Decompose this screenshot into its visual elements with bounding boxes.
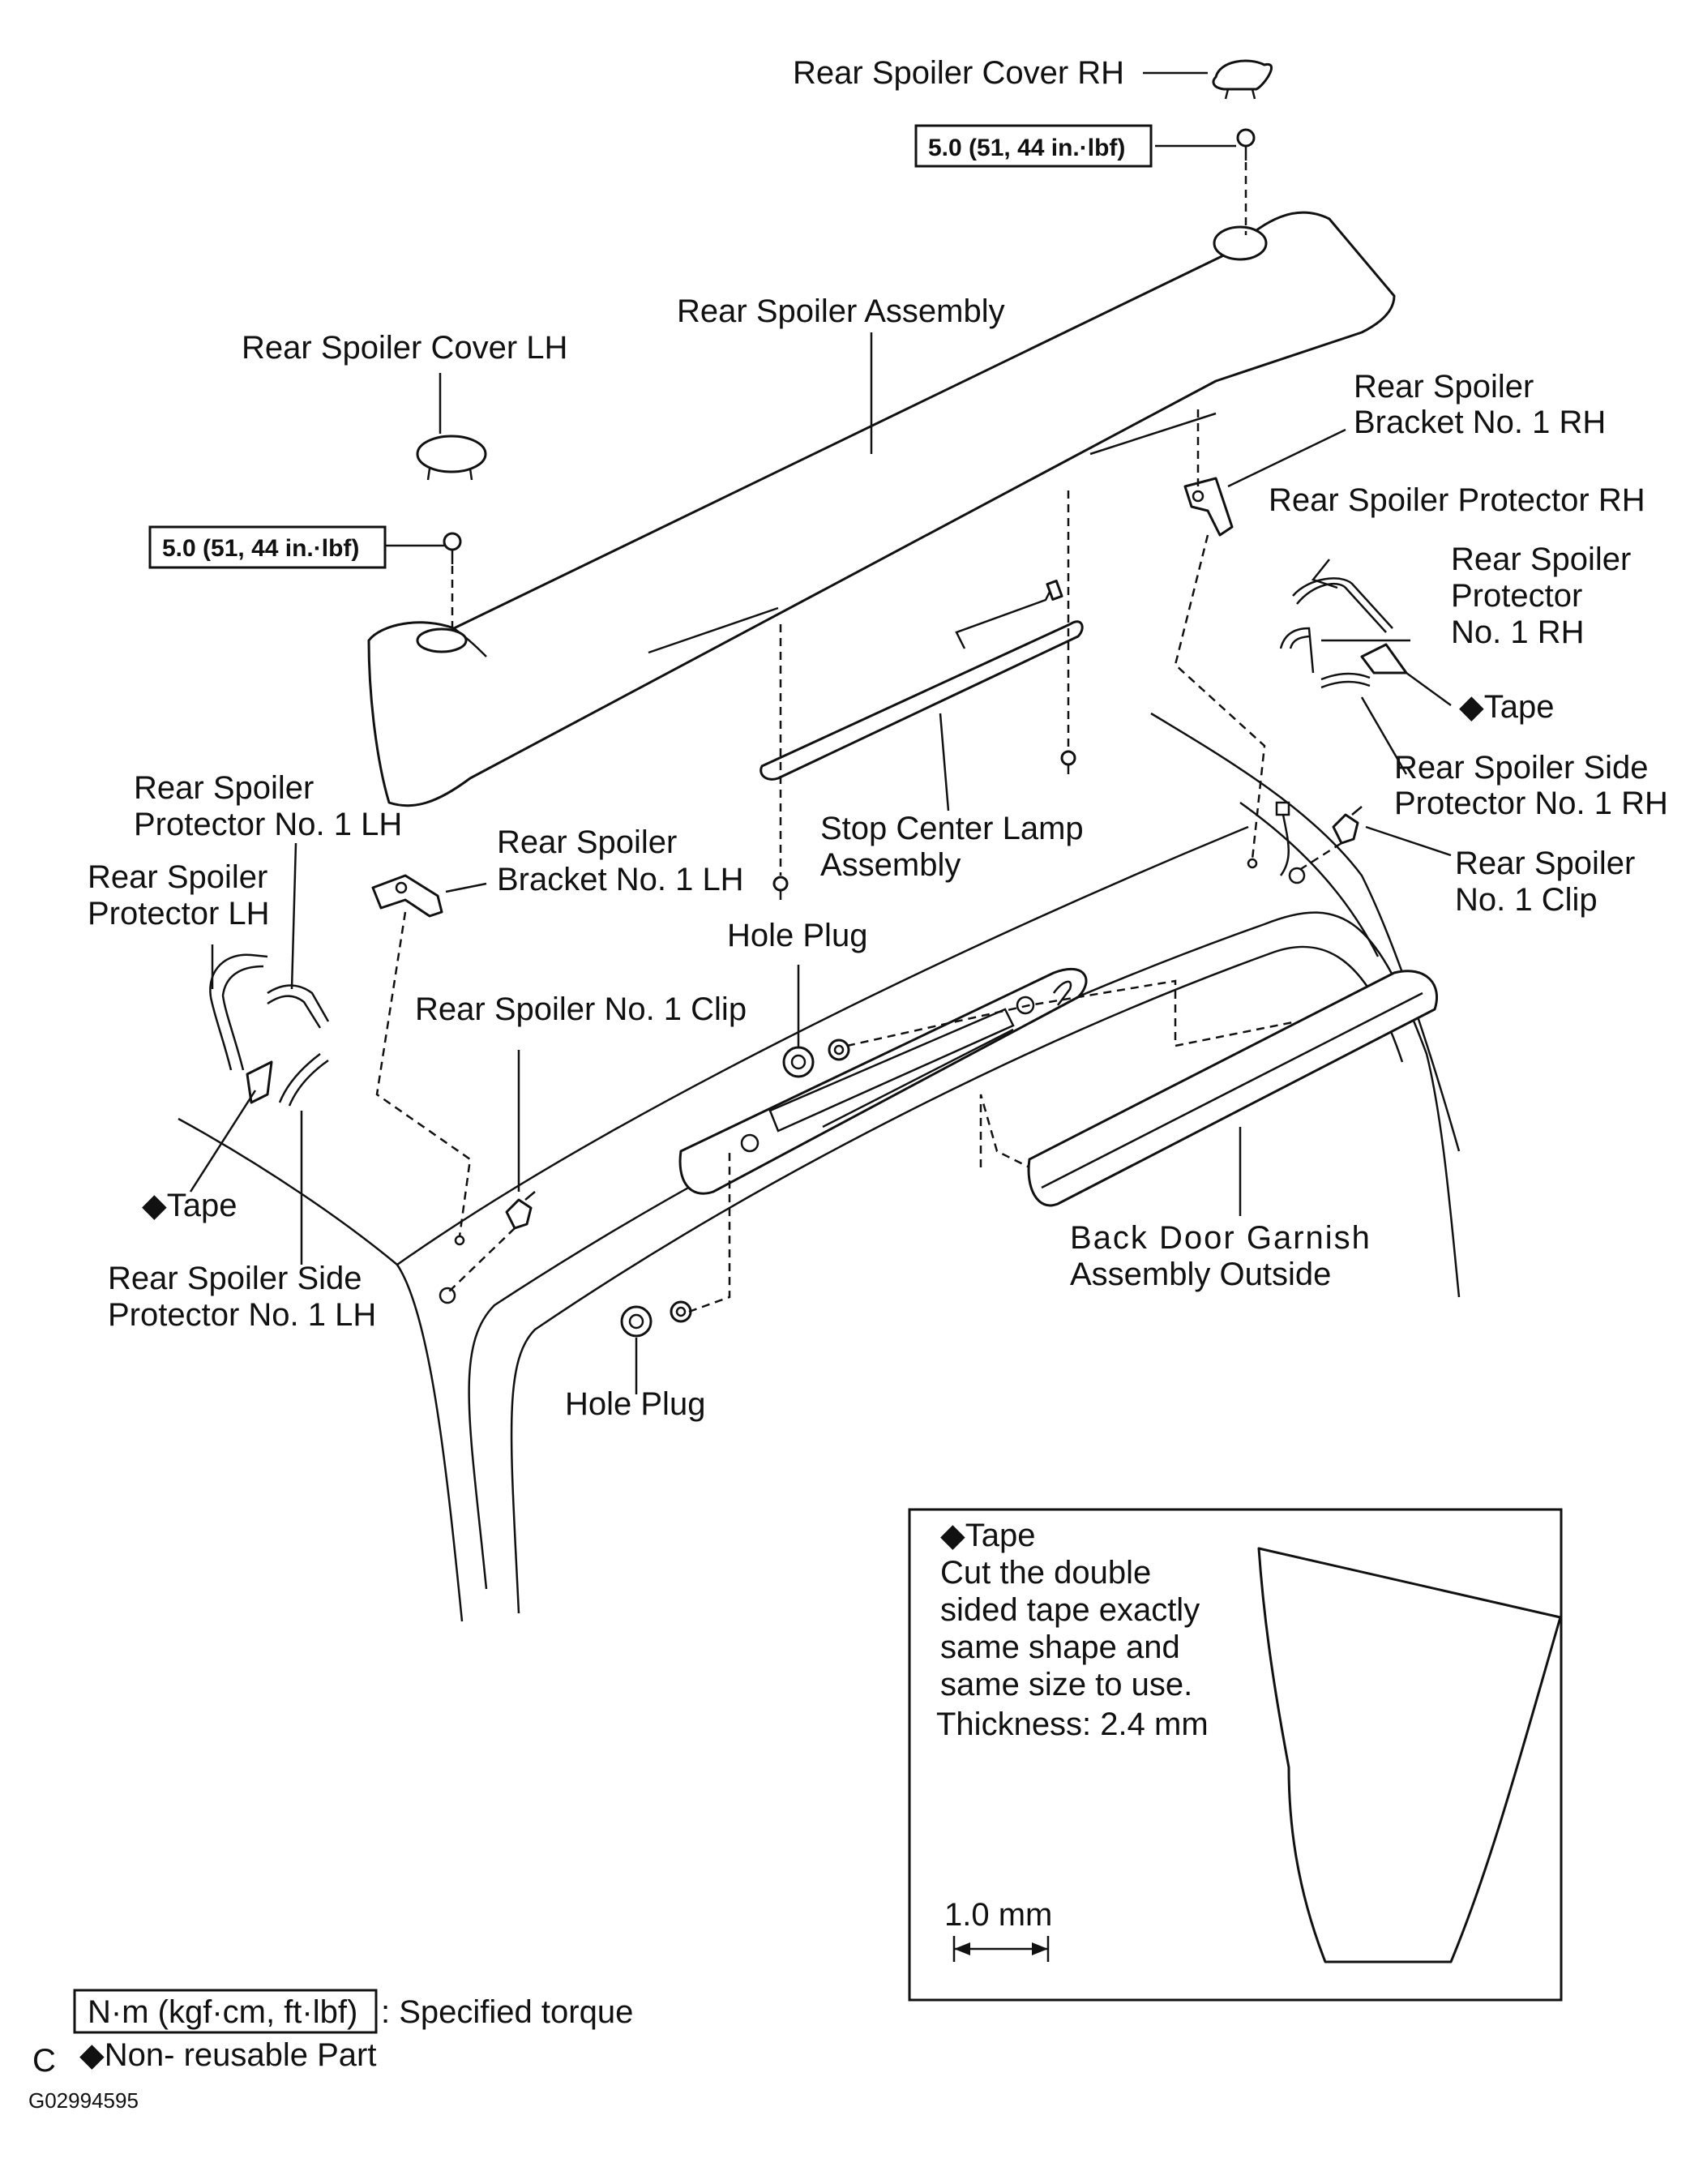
bolt-lh [443,532,462,564]
figure-id: G02994595 [28,2088,139,2113]
rear-spoiler-protector-rh [1292,577,1393,633]
inset-line4: same size to use. [940,1667,1192,1702]
label-protector-no1-lh-2: Protector No. 1 LH [134,807,402,842]
tape-inset: ◆Tape Cut the double sided tape exactly … [908,1508,1563,2002]
back-door-garnish-assembly-outside [1027,970,1439,1207]
label-protector-no1-lh-1: Rear Spoiler [134,770,314,806]
label-hole-plug-bottom: Hole Plug [565,1386,705,1422]
inset-title: ◆Tape [940,1518,1036,1553]
bolt-lamp-right [1060,750,1076,774]
rear-spoiler-protector-no1-lh [267,984,330,1029]
label-tape-rh: ◆Tape [1459,689,1555,725]
rear-spoiler-bracket-lh [371,874,443,918]
label-side-protector-lh-1: Rear Spoiler Side [108,1261,362,1296]
label-side-protector-rh-2: Protector No. 1 RH [1394,786,1668,821]
back-door-outline [178,712,1461,1622]
rear-spoiler-clip-lh [505,1191,536,1230]
inset-line3: same shape and [940,1629,1180,1665]
label-stop-lamp-1: Stop Center Lamp [820,811,1084,846]
label-clip-rh-1: Rear Spoiler [1455,846,1635,881]
rear-spoiler-cover-lh [416,435,487,481]
label-stop-lamp-2: Assembly [820,847,961,883]
inset-line1: Cut the double [940,1555,1151,1591]
inset-thickness: Thickness: 2.4 mm [936,1707,1209,1742]
bolt-rh [1236,128,1256,161]
installation-dashed-lines [375,162,1342,1313]
torque-label-rh: 5.0 (51, 44 in.·lbf) [928,135,1125,161]
legend: N·m (kgf·cm, ft·lbf) : Specified torque … [28,1989,633,2113]
label-garnish-1: Back Door Garnish [1070,1220,1371,1256]
rear-spoiler-protector-no1-rh [1279,627,1315,674]
label-bracket-rh-2: Bracket No. 1 RH [1354,405,1606,440]
label-clip-lh: Rear Spoiler No. 1 Clip [415,991,747,1027]
label-protector-lh-1: Rear Spoiler [88,859,267,895]
rear-spoiler-side-protector-no1-rh [1320,672,1371,689]
hole-plug-bottom-hole [670,1300,692,1323]
label-clip-rh-2: No. 1 Clip [1455,882,1598,918]
label-protector-no1-rh-2: Protector [1451,578,1582,614]
rear-spoiler-side-protector-no1-lh [278,1053,329,1107]
rear-spoiler-cover-rh [1212,59,1273,100]
tape-rh [1360,643,1408,674]
legend-corner-letter: C [32,2043,56,2079]
label-bracket-lh-2: Bracket No. 1 LH [497,862,744,897]
legend-nonreusable: ◆Non- reusable Part [79,2037,376,2073]
torque-box-lh [148,525,387,569]
label-side-protector-lh-2: Protector No. 1 LH [108,1297,376,1333]
label-side-protector-rh-1: Rear Spoiler Side [1394,750,1649,786]
label-assembly: Rear Spoiler Assembly [677,293,1005,329]
label-bracket-lh-1: Rear Spoiler [497,824,677,860]
label-cover-rh: Rear Spoiler Cover RH [793,55,1124,91]
label-protector-rh: Rear Spoiler Protector RH [1269,482,1645,518]
leader-lines [189,71,1452,1394]
inset-line2: sided tape exactly [940,1592,1200,1628]
label-hole-plug-top: Hole Plug [727,918,867,953]
stop-center-lamp-assembly [760,580,1084,781]
label-garnish-2: Assembly Outside [1070,1257,1331,1292]
label-protector-no1-rh-3: No. 1 RH [1451,615,1585,650]
legend-torque-desc: : Specified torque [381,1994,633,2030]
scale-bar [952,1936,1050,1962]
label-protector-lh-2: Protector LH [88,896,270,931]
label-tape-lh: ◆Tape [142,1188,237,1223]
hole-plug-top-hole [828,1038,850,1061]
label-cover-lh: Rear Spoiler Cover LH [242,330,567,366]
label-bracket-rh-1: Rear Spoiler [1354,369,1534,405]
legend-torque-box [73,1989,378,2034]
rear-spoiler-assembly [367,211,1396,807]
legend-torque-unit: N·m (kgf·cm, ft·lbf) [88,1994,357,2030]
bolt-lamp-left [772,876,789,900]
rear-spoiler-clip-rh [1332,806,1363,845]
rear-spoiler-bracket-rh [1183,477,1234,537]
hole-plug-top [782,1046,815,1078]
hole-plug-bottom [620,1305,653,1338]
label-protector-no1-rh-1: Rear Spoiler [1451,542,1631,577]
torque-label-lh: 5.0 (51, 44 in.·lbf) [162,535,359,562]
torque-box-rh [914,124,1153,168]
tape-shape [1257,1547,1562,1963]
inset-scale-label: 1.0 mm [944,1897,1052,1933]
rear-spoiler-protector-lh [209,953,268,1071]
